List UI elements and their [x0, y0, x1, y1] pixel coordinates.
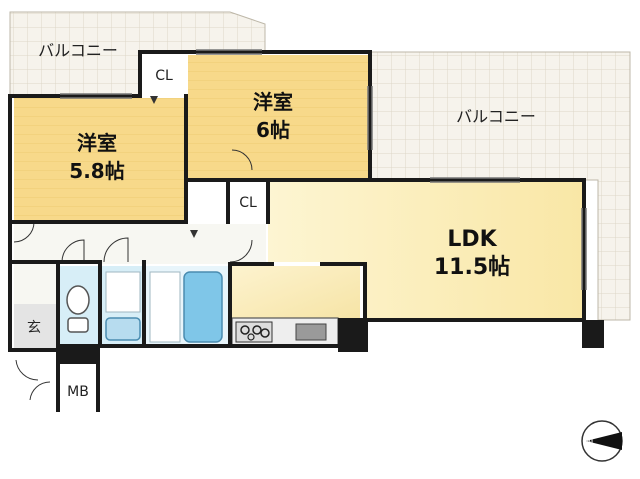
closet-mid-label: CL — [239, 195, 257, 211]
column-left — [56, 344, 100, 364]
entrance-floor — [14, 304, 58, 348]
hallway-floor — [14, 224, 266, 264]
door-swings — [13, 149, 253, 401]
shower-area — [149, 271, 181, 343]
walls — [8, 50, 586, 412]
entrance-label: 玄 — [27, 319, 41, 336]
stove-icon — [235, 321, 273, 343]
bathtub — [183, 271, 223, 343]
western-room-top-floor — [188, 55, 368, 179]
kitchen-floor — [230, 266, 360, 318]
kitchen-sink — [295, 323, 327, 341]
column-far-right — [582, 320, 604, 348]
washer-space — [105, 271, 141, 313]
compass-north-label: N — [587, 438, 594, 448]
column-right — [338, 318, 368, 352]
balcony-right-label: バルコニー — [456, 107, 536, 126]
washbasin — [105, 317, 141, 341]
western-room-top-size: 6帖 — [256, 118, 290, 142]
closet-door-marks — [150, 96, 198, 238]
western-room-left-floor — [14, 98, 184, 221]
closet-top-floor — [142, 52, 186, 96]
toilet-bowl — [66, 285, 90, 315]
windows — [60, 49, 587, 290]
compass-icon: N — [581, 420, 623, 462]
western-room-top-name: 洋室 — [253, 90, 293, 114]
meter-box-label: MB — [67, 384, 89, 400]
ldk-floor — [268, 182, 582, 320]
closet-top-label: CL — [155, 68, 173, 84]
ldk-name: LDK — [447, 227, 497, 252]
balcony-top-label: バルコニー — [38, 41, 118, 60]
ldk-size: 11.5帖 — [434, 255, 510, 280]
toilet-tank — [67, 317, 89, 333]
western-room-left-name: 洋室 — [77, 131, 117, 155]
western-room-left-size: 5.8帖 — [69, 159, 124, 183]
